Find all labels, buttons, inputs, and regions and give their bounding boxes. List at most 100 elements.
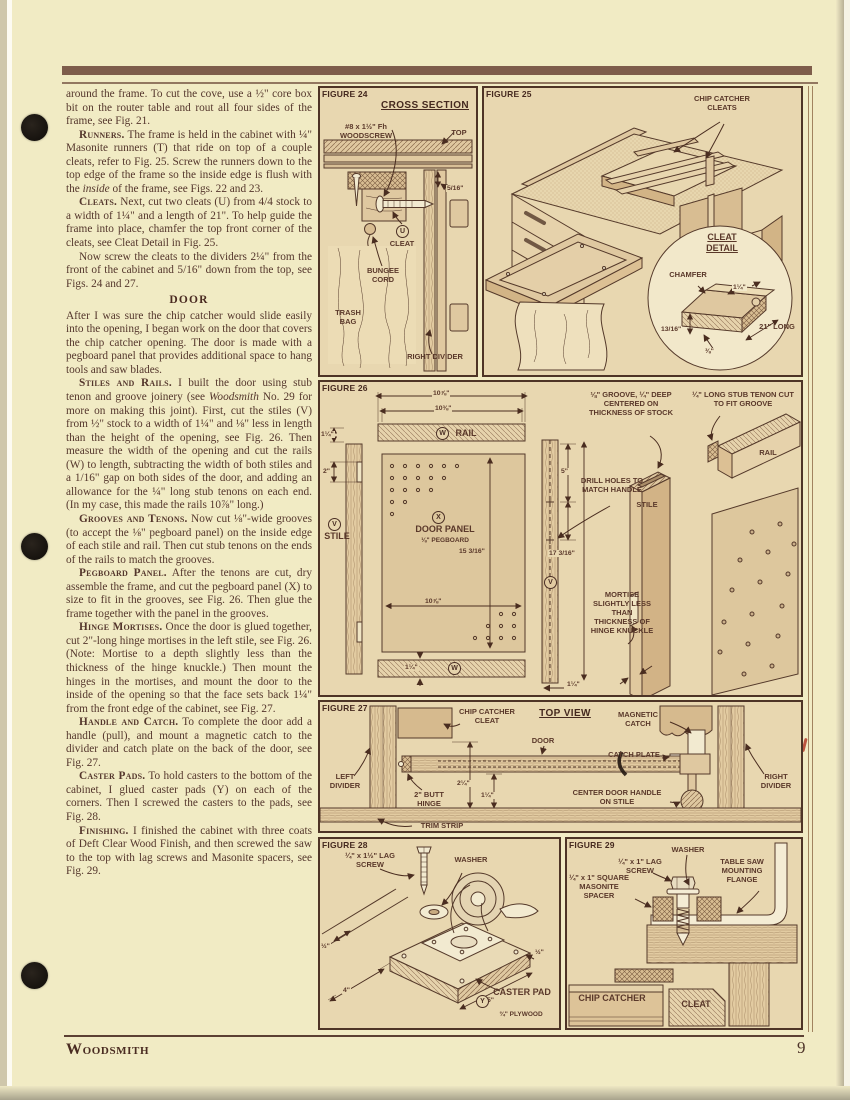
paragraph-text: After I was sure the chip catcher would … [66, 309, 312, 376]
paragraph-text: I built the door using stub tenon and gr… [66, 377, 312, 404]
callout-chamfer: CHAMFER [669, 270, 707, 279]
section-lead: Finishing. [79, 824, 129, 837]
margin-rule [808, 86, 809, 1032]
callout-caster-pad: CASTER PAD [493, 987, 551, 997]
part-letter-v: V [328, 518, 341, 531]
dimension-5: 5" [486, 997, 496, 1005]
article-column: around the frame. To cut the cove, use a… [66, 88, 312, 879]
scan-edge-left [0, 0, 7, 1100]
paragraph-text: Next, cut two cleats (U) from 4/4 stock … [66, 196, 312, 250]
paragraph-text: Now cut ⅛"-wide grooves (to accept the ⅛… [66, 512, 312, 566]
fig24-cross-section-drawing [323, 129, 473, 372]
callout-groove-note: ⅛" GROOVE, ¼" DEEP CENTERED ON THICKNESS… [588, 390, 674, 417]
dimension-17-316: 17 3/16" [548, 550, 576, 558]
header-bar [62, 66, 812, 75]
part-letter-w: W [436, 427, 449, 440]
figure-number: FIGURE 28 [322, 840, 368, 850]
paragraph: Cleats. Next, cut two cleats (U) from 4/… [66, 196, 312, 250]
figure-title: CROSS SECTION [381, 100, 469, 111]
fig28-caster-drawing [321, 846, 539, 1010]
callout-catch-plate: CATCH PLATE [608, 750, 660, 759]
section-lead: Grooves and Tenons. [79, 512, 188, 525]
dimension-5: 5" [560, 468, 570, 476]
dimension-half-left: ½" [320, 943, 331, 951]
dimension-4: 4" [342, 987, 352, 995]
part-letter-y: Y [476, 995, 489, 1008]
fig29-mounting-drawing [568, 842, 798, 1027]
paragraph-text: I finished the cabinet with three coats … [66, 824, 312, 878]
figure-number: FIGURE 24 [322, 89, 368, 99]
dimension-15-316: 15 3/16" [458, 548, 486, 556]
hole-punch [21, 533, 48, 560]
paragraph: Now screw the cleats to the dividers 2¼"… [66, 251, 312, 292]
paragraph: Caster Pads. To hold casters to the bott… [66, 770, 312, 824]
callout-masonite-spacer: ¼" x 1" SQUARE MASONITE SPACER [568, 873, 630, 900]
dimension-1-14-bottom: 1¼" [404, 664, 419, 672]
fig27-top-view-drawing [320, 705, 801, 827]
paragraph-text: After the tenons are cut, dry assemble t… [66, 567, 312, 620]
callout-trash-bag: TRASH BAG [335, 308, 361, 326]
callout-mortise-note: MORTISE SLIGHTLY LESS THAN THICKNESS OF … [590, 590, 654, 635]
section-lead: Pegboard Panel. [79, 567, 167, 580]
footer-rule [64, 1035, 804, 1037]
callout-center-door-handle: CENTER DOOR HANDLE ON STILE [572, 788, 662, 806]
part-letter-w2: W [448, 662, 461, 675]
dimension-half-right: ½" [534, 949, 545, 957]
callout-washer: WASHER [671, 845, 705, 854]
callout-lag-screw: ¼" x 1½" LAG SCREW [344, 851, 396, 869]
dimension-2: 2" [322, 468, 332, 476]
fig26-door-drawing [330, 392, 801, 695]
section-lead: Runners. [79, 128, 125, 141]
paragraph-text: The frame is held in the cabinet with ¼"… [66, 128, 312, 195]
paragraph-text: To hold casters to the bottom of the cab… [66, 770, 312, 823]
part-letter-x: X [432, 511, 445, 524]
section-lead: Stiles and Rails. [79, 377, 172, 390]
callout-cleat: CLEAT [389, 239, 415, 248]
dimension-21-long: 21" LONG [759, 322, 795, 331]
callout-drill-holes: DRILL HOLES TO MATCH HANDLE [580, 476, 644, 494]
callout-right-divider: RIGHT DIVIDER [760, 772, 792, 790]
scan-edge-right [836, 0, 844, 1100]
callout-top: TOP [451, 128, 467, 137]
figure-27: FIGURE 27 TOP VIEW CHIP CATCHER CLEAT DO… [318, 700, 803, 833]
callout-lag-screw: ¼" x 1" LAG SCREW [618, 857, 662, 875]
dimension-1-14-left: 1¼" [320, 431, 335, 439]
callout-washer: WASHER [454, 855, 488, 864]
paragraph-text: Now screw the cleats to the dividers 2¼"… [66, 250, 312, 290]
dimension-2-14: 2¼" [456, 780, 471, 788]
hole-punch [21, 962, 48, 989]
paragraph-text: Once the door is glued together, cut 2"-… [66, 621, 312, 715]
section-lead: Hinge Mortises. [79, 621, 163, 634]
dimension-1-14: 1¼" [732, 284, 747, 292]
paragraph: Runners. The frame is held in the cabine… [66, 129, 312, 197]
callout-pegboard: ⅛" PEGBOARD [421, 537, 469, 544]
callout-stile-3d: STILE [636, 500, 658, 509]
paragraph-text: To complete the door add a handle (pull)… [66, 716, 312, 769]
callout-trim-strip: TRIM STRIP [420, 821, 464, 830]
callout-magnetic-catch: MAGNETIC CATCH [618, 710, 658, 728]
dimension-10-78-top: 10⅞" [432, 390, 451, 398]
figure-number: FIGURE 26 [322, 383, 368, 393]
paragraph-text: of the frame, see Figs. 22 and 23. [109, 182, 264, 195]
paragraph: After I was sure the chip catcher would … [66, 310, 312, 378]
part-letter-u: U [396, 225, 409, 238]
italic-text: inside [82, 182, 110, 195]
callout-chip-catcher-cleat: CHIP CATCHER CLEAT [459, 707, 515, 725]
section-lead: Handle and Catch. [79, 716, 179, 729]
paragraph: Hinge Mortises. Once the door is glued t… [66, 621, 312, 716]
paragraph: Grooves and Tenons. Now cut ⅛"-wide groo… [66, 513, 312, 567]
callout-chip-catcher-cleats: CHIP CATCHER CLEATS [694, 94, 750, 112]
hole-punch [21, 114, 48, 141]
section-lead: Caster Pads. [79, 770, 146, 783]
callout-stile: STILE [324, 531, 350, 541]
callout-chip-catcher: CHIP CATCHER [578, 993, 646, 1003]
dimension-10-38: 10⅜" [434, 405, 453, 413]
paragraph: around the frame. To cut the cove, use a… [66, 88, 312, 129]
page-number: 9 [797, 1038, 806, 1057]
callout-woodscrew: #8 x 1½" Fh WOODSCREW [339, 122, 393, 140]
figure-29: FIGURE 29 WASHER ¼" x 1" LAG SCREW TABLE… [565, 837, 803, 1030]
figure-number: FIGURE 27 [322, 703, 368, 713]
section-lead: Cleats. [79, 196, 118, 209]
figure-26: FIGURE 26 10⅞" 10⅜" W RAIL 1¼" 2" V STIL… [318, 380, 803, 697]
paragraph-text: No. 29 for more on making this joint). F… [66, 391, 313, 512]
